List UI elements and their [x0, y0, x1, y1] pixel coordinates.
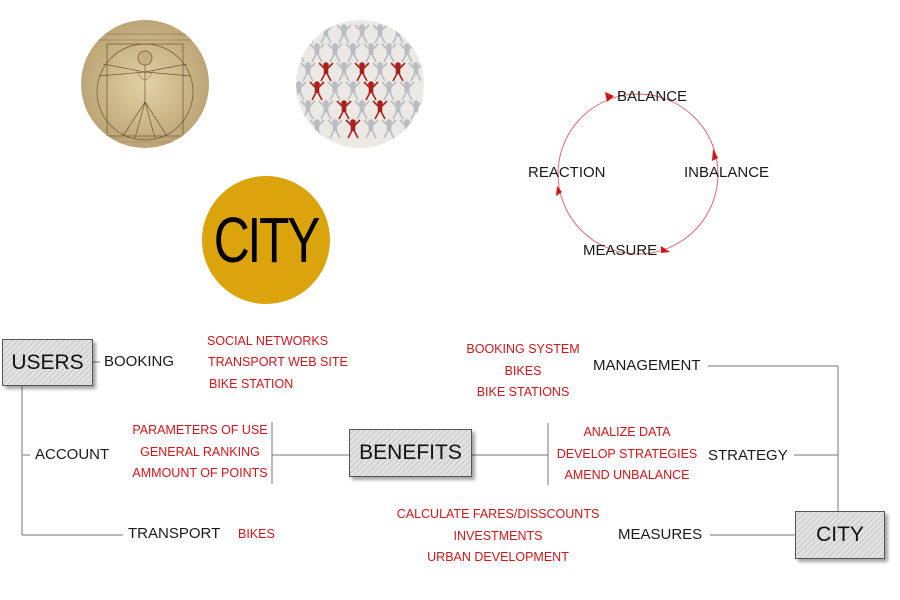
city-logo: CITY — [202, 176, 330, 304]
booking-item: BIKE STATION — [209, 377, 294, 391]
booking-item: TRANSPORT WEB SITE — [208, 355, 348, 369]
cycle-node-measure: MEASURE — [583, 242, 658, 259]
transport-item: BIKES — [238, 527, 275, 541]
benefits-box: BENEFITS — [349, 429, 472, 477]
management-label: MANAGEMENT — [593, 357, 701, 374]
cycle-node-balance: BALANCE — [617, 88, 688, 105]
arrow-head-bottom — [661, 246, 670, 253]
users-box: USERS — [2, 339, 93, 386]
human-chain-image — [296, 20, 424, 148]
transport-label: TRANSPORT — [128, 525, 221, 542]
strategy-item: ANALIZE DATA — [583, 425, 671, 439]
management-item: BIKE STATIONS — [476, 385, 570, 399]
arrow-head-left — [556, 186, 562, 196]
management-item: BOOKING SYSTEM — [466, 342, 580, 356]
benefits-box-label: BENEFITS — [359, 441, 462, 464]
booking-label: BOOKING — [104, 353, 175, 370]
account-item: PARAMETERS OF USE — [132, 423, 268, 437]
city-logo-text: CITY — [213, 204, 321, 276]
account-item: GENERAL RANKING — [140, 445, 260, 459]
city-box-label: CITY — [816, 523, 864, 546]
arrow-head-top — [605, 92, 614, 102]
city-box: CITY — [795, 511, 885, 559]
measures-label: MEASURES — [618, 526, 703, 543]
account-label: ACCOUNT — [35, 446, 110, 463]
strategy-label: STRATEGY — [708, 447, 788, 464]
booking-item: SOCIAL NETWORKS — [207, 334, 329, 348]
vitruvian-man-image — [81, 20, 209, 148]
arrow-head-right — [712, 149, 718, 161]
measures-item: URBAN DEVELOPMENT — [427, 550, 569, 564]
strategy-item: DEVELOP STRATEGIES — [556, 447, 698, 461]
measures-item: INVESTMENTS — [453, 529, 543, 543]
cycle-node-inbalance: INBALANCE — [684, 164, 770, 181]
management-item: BIKES — [504, 364, 542, 378]
account-item: AMMOUNT OF POINTS — [132, 466, 268, 480]
cycle-node-reaction: REACTION — [528, 164, 606, 181]
strategy-item: AMEND UNBALANCE — [564, 468, 690, 482]
users-box-label: USERS — [11, 350, 84, 374]
measures-item: CALCULATE FARES/DISSCOUNTS — [396, 507, 600, 521]
